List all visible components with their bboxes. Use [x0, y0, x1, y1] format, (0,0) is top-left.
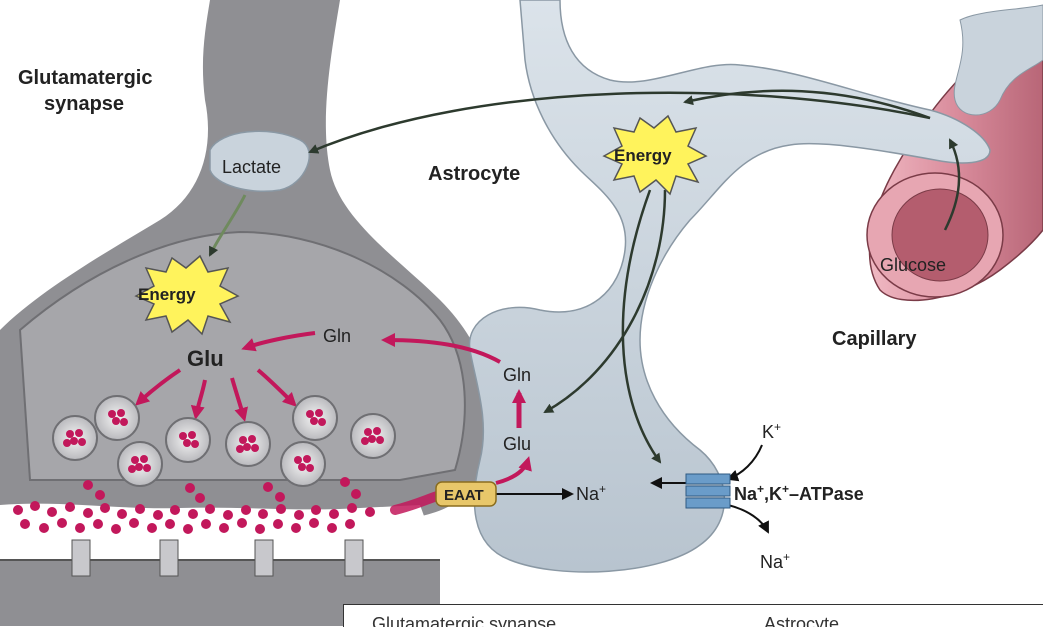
caption-right: Astrocyte	[764, 614, 839, 627]
glu-neuron-label: Glu	[187, 346, 224, 371]
atpase-k: ,K	[764, 484, 782, 504]
vesicle	[281, 442, 325, 486]
postsynaptic-receptor-4	[345, 540, 363, 576]
vesicle	[95, 396, 139, 440]
na-out-label: Na+	[760, 550, 790, 572]
vesicle	[118, 442, 162, 486]
caption-left: Glutamatergic synapse	[372, 614, 556, 627]
caption-panel: Glutamatergic synapse Astrocyte	[343, 604, 1043, 627]
synapse-title-line2: synapse	[44, 93, 124, 115]
k-sup: +	[774, 420, 781, 434]
na-out-sup: +	[783, 550, 790, 564]
atpase-label: Na+,K+–ATPase	[734, 482, 864, 504]
energy-label-astrocyte: Energy	[614, 146, 672, 165]
synapse-title-line1: Glutamatergic	[18, 67, 152, 89]
vesicle	[351, 414, 395, 458]
glucose-label: Glucose	[880, 255, 946, 275]
k-label: K+	[762, 420, 781, 442]
vesicle	[166, 418, 210, 462]
capillary-label: Capillary	[832, 328, 917, 350]
glu-astrocyte-label: Glu	[503, 434, 531, 454]
vesicle	[226, 422, 270, 466]
na-in-base: Na	[576, 484, 600, 504]
lactate-label: Lactate	[222, 157, 281, 177]
arrow-k-in	[728, 445, 762, 479]
atpase-rest: –ATPase	[789, 484, 864, 504]
postsynaptic-receptor-1	[72, 540, 90, 576]
atpase-sup2: +	[782, 482, 789, 496]
gln-neuron-label: Gln	[323, 326, 351, 346]
astrocyte-label: Astrocyte	[428, 163, 520, 185]
vesicle	[293, 396, 337, 440]
postsynaptic-receptor-3	[255, 540, 273, 576]
eaat-label: EAAT	[444, 487, 484, 504]
vesicle	[53, 416, 97, 460]
k-base: K	[762, 422, 774, 442]
na-k-atpase-pump	[686, 474, 730, 508]
na-in-sup: +	[599, 482, 606, 496]
na-out-base: Na	[760, 552, 784, 572]
gln-astrocyte-label: Gln	[503, 365, 531, 385]
postsynaptic-receptor-2	[160, 540, 178, 576]
atpase-na: Na	[734, 484, 758, 504]
energy-label-neuron: Energy	[138, 285, 196, 304]
arrow-na-out	[728, 505, 768, 532]
atpase-sup1: +	[757, 482, 764, 496]
